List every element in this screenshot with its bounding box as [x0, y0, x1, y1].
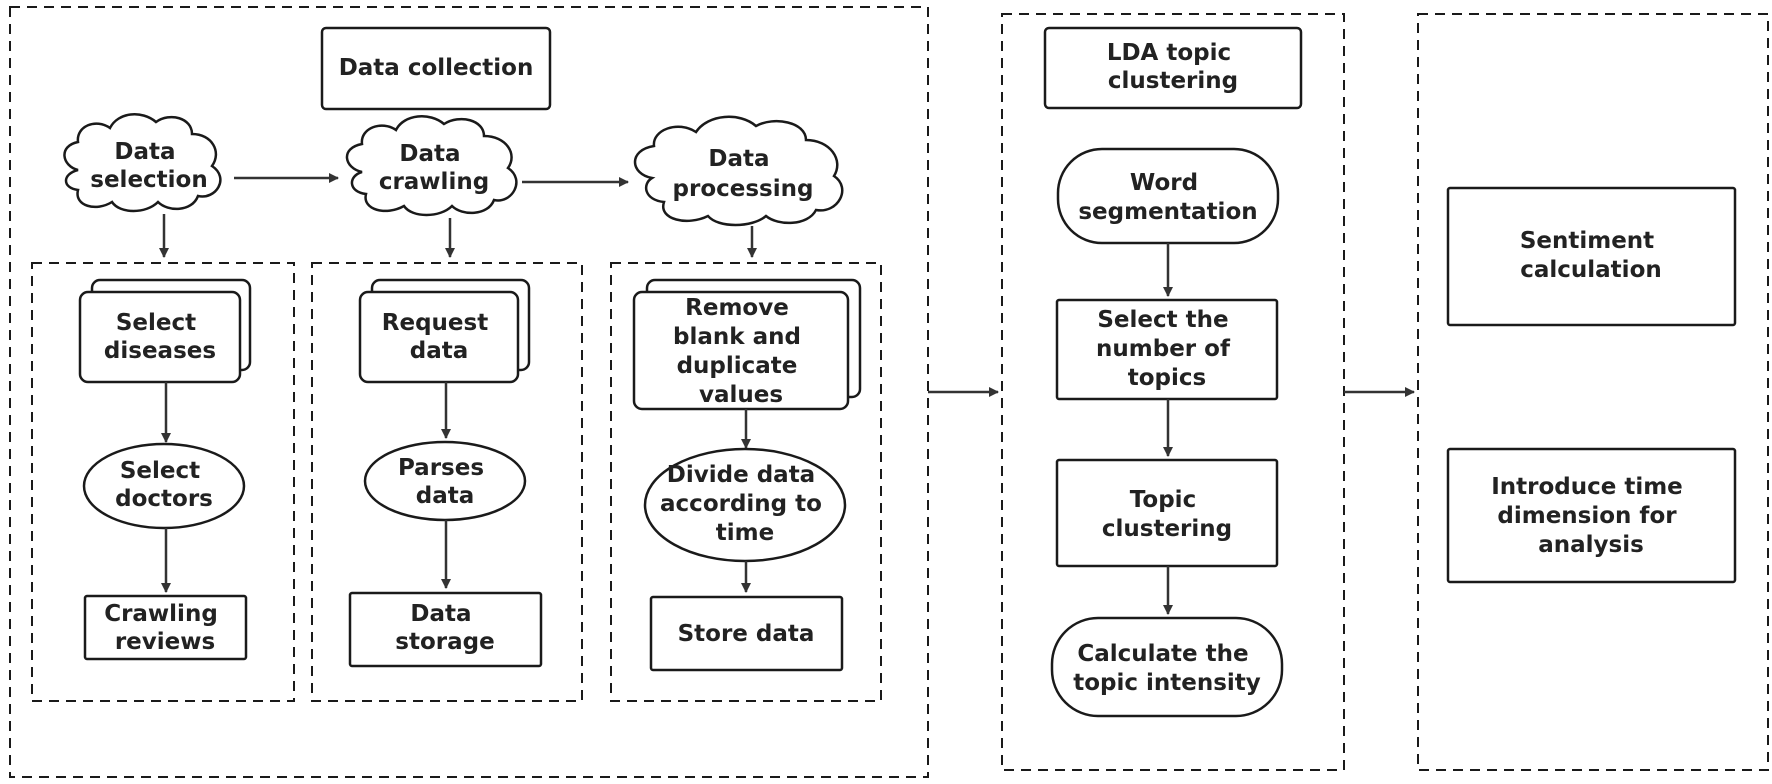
data-selection-cloud [63, 113, 222, 213]
lda-title-label: LDA topic clustering [1107, 40, 1239, 94]
topic-clustering-box [1055, 458, 1279, 568]
data-collection-title-box [320, 26, 552, 111]
word-segmentation-label: Word segmentation [1078, 170, 1257, 225]
topic-clustering-label: Topic clustering [1102, 487, 1232, 542]
data-collection-title: Data collection [339, 55, 534, 81]
remove-values-box [632, 290, 850, 411]
data-storage-box [348, 591, 543, 668]
time-dimension-box [1446, 447, 1737, 584]
crawling-reviews-box [83, 594, 248, 661]
request-data-box [358, 290, 520, 384]
crawling-subpanel [311, 262, 583, 702]
request-data-label: Request data [382, 310, 496, 364]
crawling-reviews-label: Crawling reviews [104, 601, 226, 655]
remove-values-label: Remove blank and duplicate values [673, 295, 809, 408]
data-selection-label: Data selection [90, 139, 207, 193]
divide-data-label: Divide data according to time [660, 462, 830, 546]
processing-subpanel [610, 262, 882, 702]
sentiment-calculation-label: Sentiment calculation [1520, 228, 1662, 283]
data-collection-panel [9, 6, 929, 778]
time-dimension-label: Introduce time dimension for analysis [1491, 474, 1691, 558]
data-processing-cloud [633, 115, 844, 227]
select-diseases-box [78, 290, 242, 384]
store-data-box [649, 595, 844, 672]
select-doctors-ellipse [82, 442, 246, 530]
topic-intensity-box [1050, 616, 1284, 718]
select-diseases-label: Select diseases [104, 310, 216, 364]
store-data-label: Store data [678, 621, 815, 647]
word-segmentation-box [1056, 147, 1280, 245]
parses-data-label: Parses data [398, 455, 492, 509]
data-crawling-cloud [345, 115, 518, 217]
topic-intensity-label: Calculate the topic intensity [1073, 641, 1261, 696]
data-crawling-label: Data crawling [379, 141, 489, 195]
selection-subpanel [31, 262, 295, 702]
sentiment-calculation-box [1446, 186, 1737, 327]
select-number-label: Select the number of topics [1096, 307, 1238, 391]
lda-title-box [1043, 26, 1303, 110]
data-storage-label: Data storage [395, 601, 494, 655]
analysis-panel [1417, 13, 1769, 771]
select-doctors-label: Select doctors [115, 458, 213, 512]
data-processing-label: Data processing [673, 146, 814, 202]
